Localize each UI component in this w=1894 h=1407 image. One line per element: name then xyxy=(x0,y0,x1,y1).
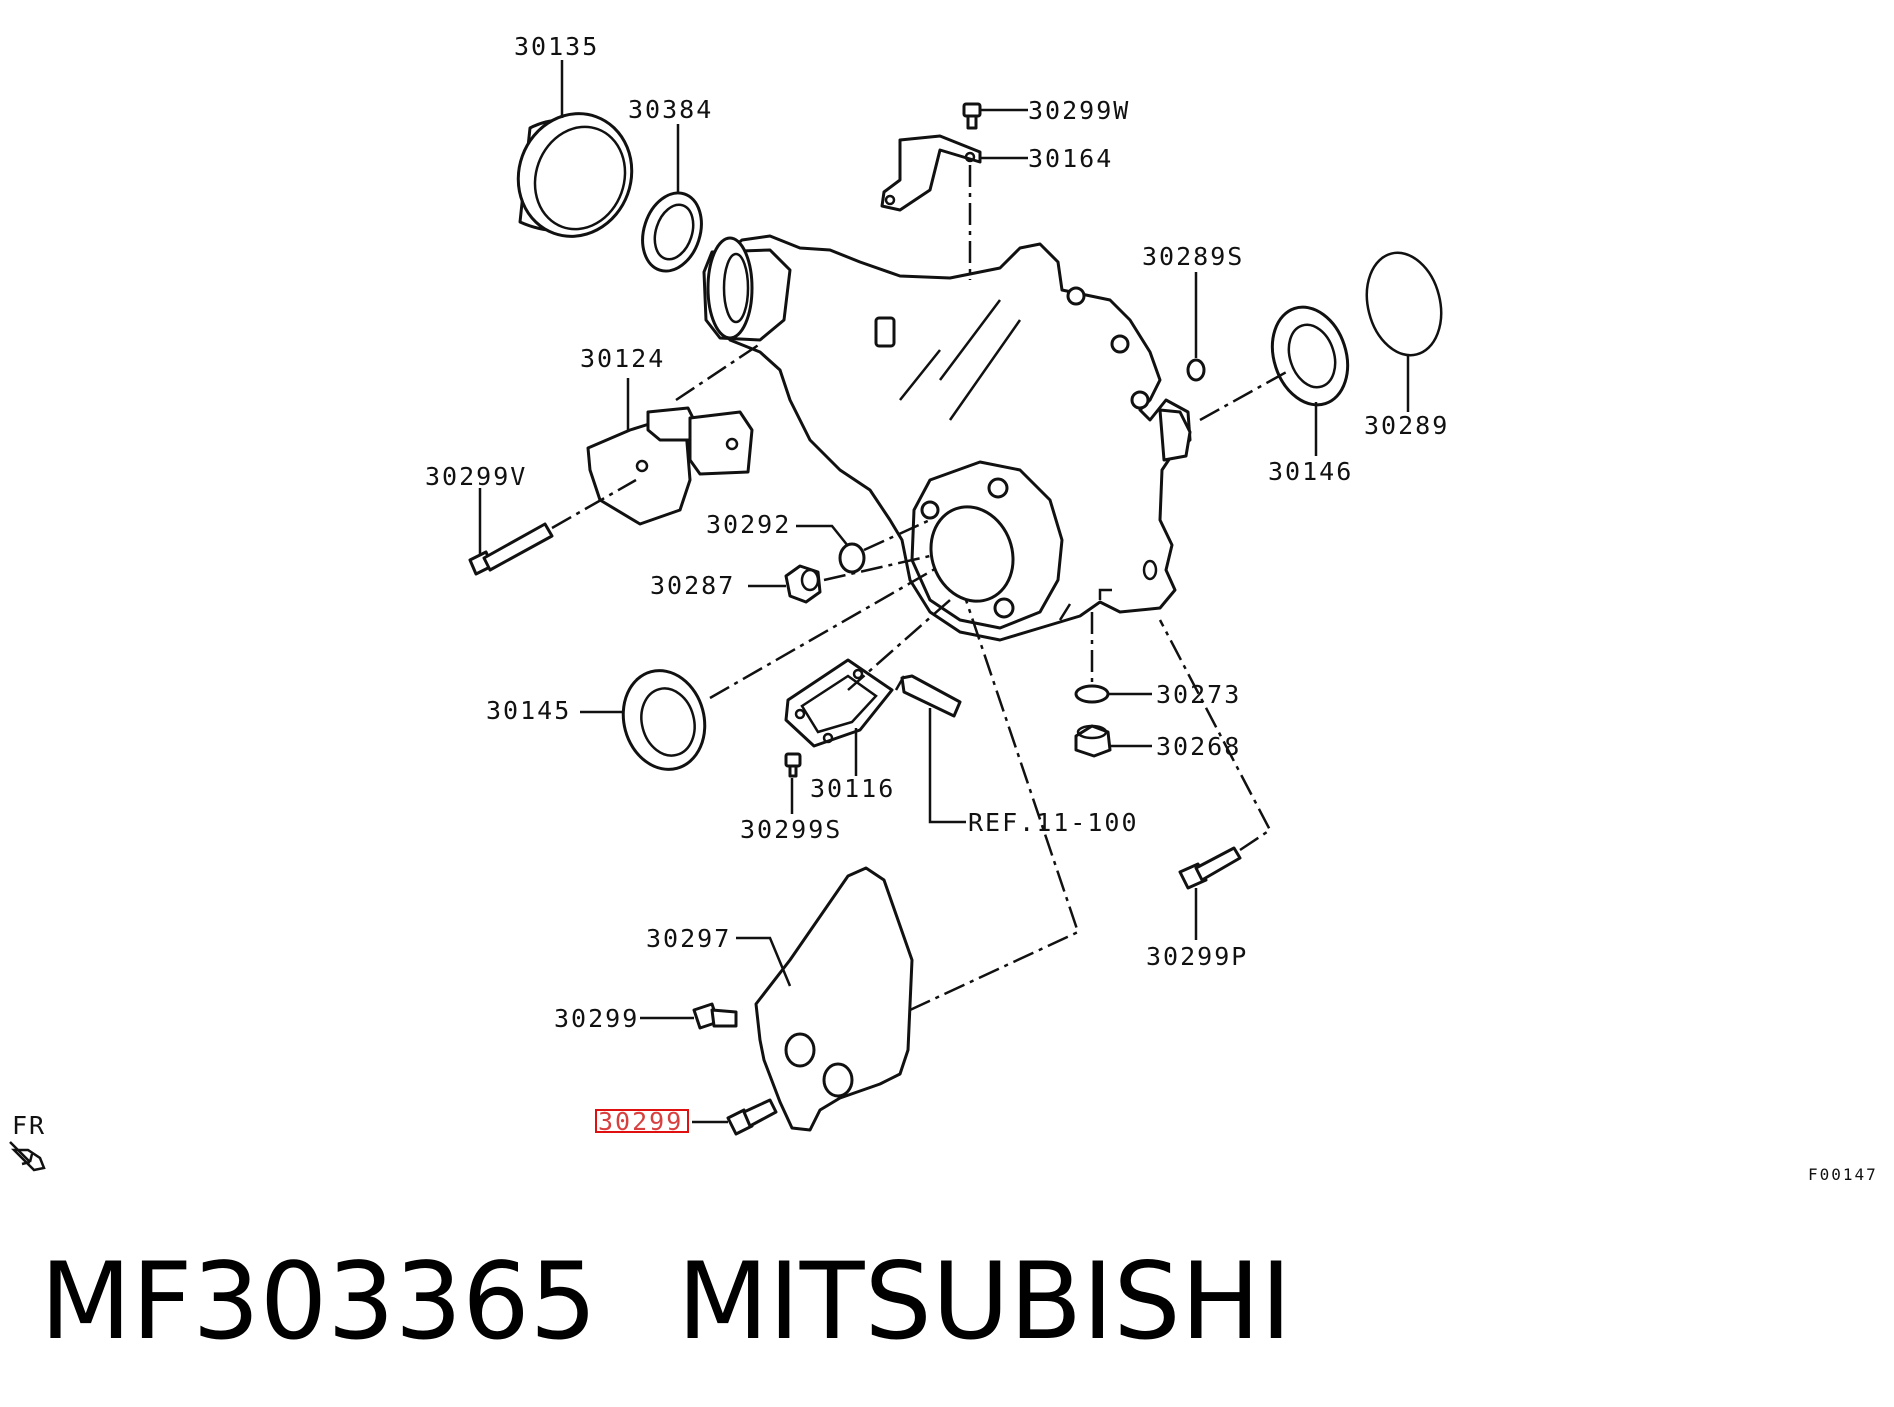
label-30384: 30384 xyxy=(628,95,713,124)
label-30273: 30273 xyxy=(1156,680,1241,709)
label-30299V: 30299V xyxy=(425,462,527,491)
part-number: MF303365 xyxy=(40,1240,598,1363)
part-30146 xyxy=(1270,305,1350,407)
part-ref-11-100 xyxy=(894,674,962,718)
part-30289S xyxy=(1186,358,1206,382)
part-30273 xyxy=(1074,684,1110,704)
part-30135 xyxy=(516,112,634,238)
part-30299P xyxy=(1178,846,1242,890)
brand-name: MITSUBISHI xyxy=(677,1240,1292,1363)
part-30299-upper xyxy=(692,1002,738,1030)
label-30299P: 30299P xyxy=(1146,942,1248,971)
part-30124 xyxy=(586,406,754,526)
part-30287 xyxy=(784,564,822,604)
label-30299-highlighted: 30299 xyxy=(598,1107,683,1136)
label-30299S: 30299S xyxy=(740,815,842,844)
part-30164 xyxy=(880,134,982,212)
part-30145 xyxy=(621,669,707,771)
direction-arrow-icon xyxy=(9,1141,46,1172)
label-30299W: 30299W xyxy=(1028,96,1130,125)
part-30116 xyxy=(784,658,894,748)
label-30124: 30124 xyxy=(580,344,665,373)
part-30297 xyxy=(754,866,914,1132)
part-30268 xyxy=(1074,724,1112,758)
part-30299W xyxy=(962,102,982,130)
label-30116: 30116 xyxy=(810,774,895,803)
label-30146: 30146 xyxy=(1268,457,1353,486)
part-30289 xyxy=(1365,251,1443,357)
label-30289: 30289 xyxy=(1364,411,1449,440)
caption: MF303365 MITSUBISHI xyxy=(40,1240,1292,1363)
label-30292: 30292 xyxy=(706,510,791,539)
label-30135: 30135 xyxy=(514,32,599,61)
part-30292 xyxy=(838,542,866,574)
label-30287: 30287 xyxy=(650,571,735,600)
highlight-box xyxy=(595,1109,689,1133)
direction-label: FR xyxy=(12,1111,46,1140)
label-30299-upper: 30299 xyxy=(554,1004,639,1033)
label-30297: 30297 xyxy=(646,924,731,953)
label-ref-11-100: REF.11-100 xyxy=(968,808,1139,837)
transfer-case-housing xyxy=(702,234,1192,642)
label-30268: 30268 xyxy=(1156,732,1241,761)
part-30299V xyxy=(468,522,554,576)
part-30299-lower xyxy=(726,1098,778,1136)
label-30145: 30145 xyxy=(486,696,571,725)
label-30164: 30164 xyxy=(1028,144,1113,173)
part-30384 xyxy=(641,191,703,273)
figure-code: F00147 xyxy=(1808,1165,1878,1184)
part-30299S xyxy=(784,752,802,778)
label-30289S: 30289S xyxy=(1142,242,1244,271)
